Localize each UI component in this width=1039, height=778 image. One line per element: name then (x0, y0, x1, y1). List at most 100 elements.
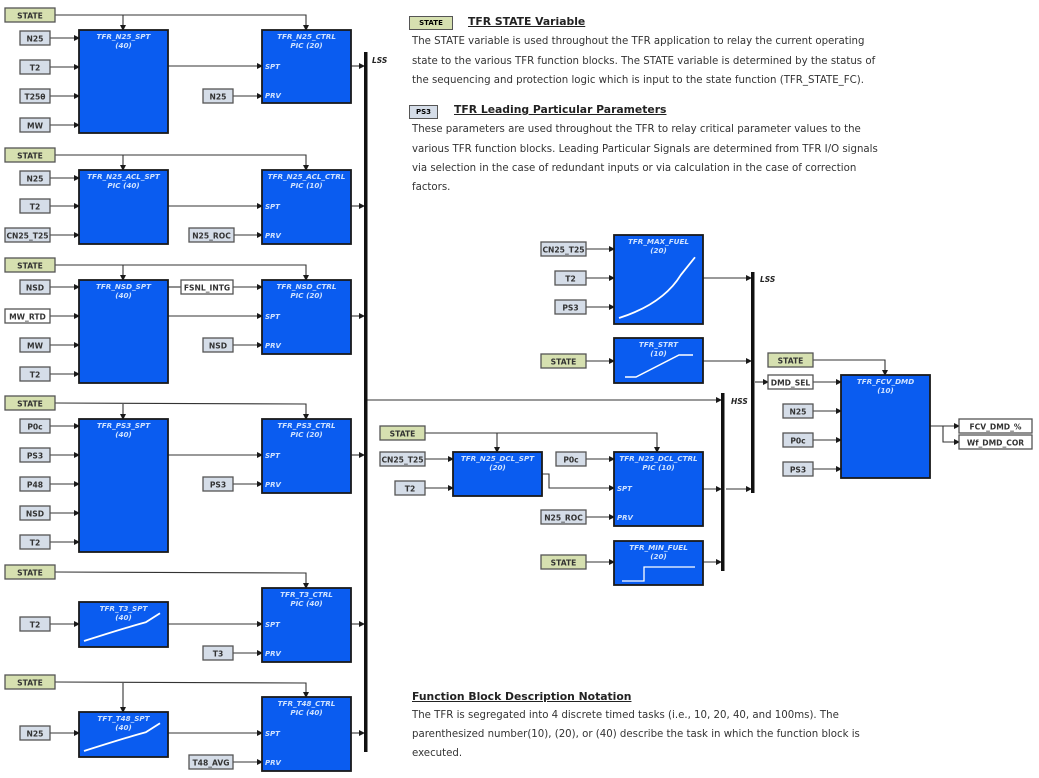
block-tfr-fcv-dmd: TFR_FCV_DMD(10) (840, 374, 931, 479)
signal-ps3: PS3 (202, 476, 234, 492)
port-spt: SPT (617, 485, 633, 493)
signal-t25: T25θ (19, 88, 51, 104)
wire (54, 681, 309, 698)
signal-label: T2 (30, 370, 40, 379)
notation-title: Function Block Description Notation (412, 690, 632, 703)
signal-t2: T2 (19, 366, 51, 382)
signal-label: MW (27, 121, 44, 130)
legend-state-line-3: the sequencing and protection logic whic… (412, 75, 864, 86)
wire (813, 359, 888, 376)
port-prv: PRV (265, 481, 282, 489)
signal-fsnl-intg: FSNL_INTG (180, 279, 234, 295)
signal-label: CN25_T25 (381, 455, 423, 464)
legend-state-line-1: The STATE variable is used throughout th… (412, 36, 865, 47)
signal-label: CN25_T25 (6, 231, 48, 240)
signal-label: STATE (17, 261, 43, 270)
block-task: PIC (20) (290, 41, 322, 50)
block-name: TFR_NSD_CTRL (277, 282, 337, 291)
signal-t2: T2 (394, 480, 426, 496)
notation-line-2: parenthesized number(10), (20), or (40) … (412, 729, 860, 740)
signal-ps3: PS3 (19, 447, 51, 463)
signal-nsd: NSD (19, 279, 51, 295)
signal-label: STATE (17, 151, 43, 160)
notation-line-3: executed. (412, 748, 463, 759)
block-task: (10) (650, 349, 667, 358)
signal-state: STATE (4, 7, 56, 23)
legend-param-line-2: various TFR function blocks. Leading Par… (412, 144, 878, 155)
signal-label: N25 (27, 174, 44, 183)
port-spt: SPT (265, 621, 281, 629)
signal-label: STATE (551, 558, 577, 567)
port-prv: PRV (265, 759, 282, 767)
signal-label: T2 (565, 274, 575, 283)
port-prv: PRV (265, 342, 282, 350)
wire (54, 402, 309, 420)
signal-label: P0c (27, 422, 42, 431)
block-task: (10) (877, 386, 894, 395)
signal-label: T2 (30, 620, 40, 629)
port-prv: PRV (265, 650, 282, 658)
signal-p0c: P0c (555, 451, 587, 467)
legend-param-line-3: via selection in the case of redundant i… (412, 163, 857, 174)
signal-p48: P48 (19, 476, 51, 492)
curve-icon (618, 256, 696, 319)
signal-label: T2 (405, 484, 415, 493)
block-tfr-n25-dcl-spt: TFR_N25_DCL_SPT(20) (452, 451, 543, 497)
signal-nsd: NSD (19, 505, 51, 521)
signal-label: DMD_SEL (771, 378, 811, 387)
block-name: TFR_T3_CTRL (280, 590, 333, 599)
signal-t48-avg: T48_AVG (188, 754, 234, 770)
signal-label: NSD (26, 283, 44, 292)
curve-icon (83, 612, 161, 642)
wire (54, 571, 309, 589)
signal-label: STATE (17, 568, 43, 577)
hss-bar (721, 393, 725, 571)
signal-label: N25 (27, 34, 44, 43)
block-tfr-strt: TFR_STRT(10) (613, 337, 704, 384)
block-task: (40) (115, 291, 132, 300)
signal-state: STATE (540, 353, 587, 369)
signal-n25: N25 (782, 403, 814, 419)
step-icon (622, 566, 695, 582)
signal-label: STATE (778, 356, 804, 365)
port-spt: SPT (265, 452, 281, 460)
block-tft-t48-spt: TFT_T48_SPT(40) (78, 711, 169, 758)
block-task: (40) (115, 723, 132, 732)
notation-line-1: The TFR is segregated into 4 discrete ti… (412, 710, 839, 721)
signal-nsd: NSD (202, 337, 234, 353)
port-spt: SPT (265, 63, 281, 71)
signal-t3: T3 (202, 645, 234, 661)
block-task: PIC (20) (290, 430, 322, 439)
block-task: PIC (40) (290, 708, 322, 717)
lss-right-bar (751, 272, 755, 493)
block-tfr-nsd-spt: TFR_NSD_SPT(40) (78, 279, 169, 384)
signal-label: STATE (551, 357, 577, 366)
block-name: TFR_MIN_FUEL (629, 543, 688, 552)
wire (942, 426, 960, 445)
signal-ps3: PS3 (554, 299, 587, 315)
block-name: TFR_PS3_CTRL (277, 421, 336, 430)
signal-cn25-t25: CN25_T25 (379, 451, 426, 467)
signal-label: P0c (563, 455, 578, 464)
ramp-icon (625, 354, 693, 378)
signal-t2: T2 (554, 270, 587, 286)
block-tfr-min-fuel: TFR_MIN_FUEL(20) (613, 540, 704, 586)
block-task: PIC (10) (642, 463, 674, 472)
port-spt: SPT (265, 203, 281, 211)
signal-label: T2 (30, 538, 40, 547)
signal-label: N25 (27, 729, 44, 738)
signal-state: STATE (379, 425, 426, 441)
legend-state-line-2: state to the various TFR function blocks… (412, 56, 876, 67)
signal-p0c: P0c (19, 418, 51, 434)
block-name: TFR_PS3_SPT (97, 421, 151, 430)
signal-label: STATE (390, 429, 416, 438)
signal-state: STATE (4, 257, 56, 273)
